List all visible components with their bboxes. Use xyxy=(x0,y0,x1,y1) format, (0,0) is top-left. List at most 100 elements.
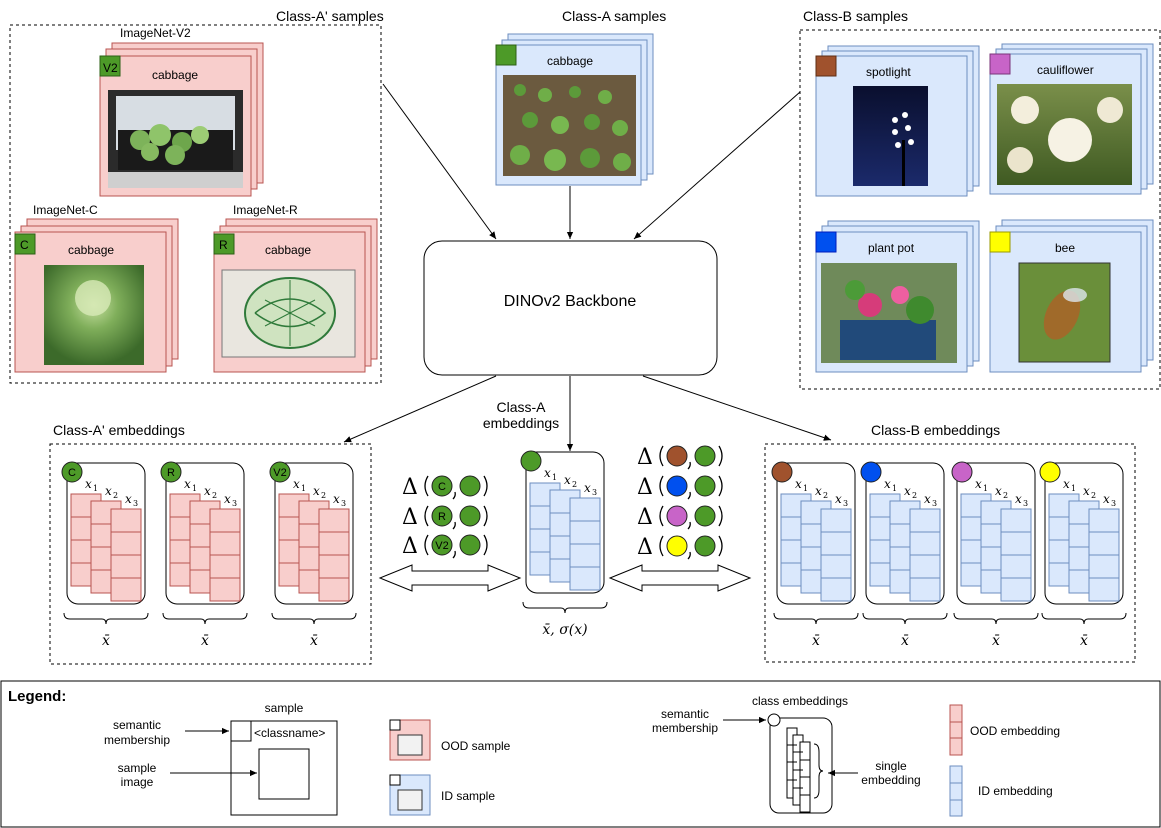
class-a-prime-embedding-x-subscript-2-3: 3 xyxy=(341,499,346,508)
class-a-prime-embedding-brace-0 xyxy=(63,612,149,625)
delta-right-circle-right-2 xyxy=(694,505,716,527)
legend-frame xyxy=(0,680,1161,828)
class-b-embedding-x-label-2-1: x xyxy=(975,477,982,491)
class-a-embedding-brace-0 xyxy=(522,601,608,614)
class-a-prime-samples-frame xyxy=(9,24,382,384)
sample-image-cauliflower xyxy=(997,84,1132,185)
class-a-prime-embedding-x-subscript-1-1: 1 xyxy=(192,484,197,493)
membership-badge-v2 xyxy=(99,55,121,77)
class-a-prime-embedding-stat-1: x̄ xyxy=(201,633,209,649)
class-a-embedding-x-label-0-2: x xyxy=(564,473,571,487)
class-a-prime-embedding-x-subscript-0-2: 2 xyxy=(113,491,118,500)
legend-ood-sample-label: OOD sample xyxy=(441,739,511,753)
sample-classname-bee: bee xyxy=(1055,241,1075,255)
class-b-embedding-x-subscript-0-3: 3 xyxy=(843,499,848,508)
legend-sample-badge xyxy=(230,720,252,742)
delta-left-circle-right-0 xyxy=(666,445,688,467)
delta-right-circle-right-1 xyxy=(694,475,716,497)
delta-symbol-right-1: Δ xyxy=(637,475,653,500)
class-a-embedding-stat-0: x̄, σ(x) xyxy=(542,622,587,638)
class-b-embedding-stat-2: x̄ xyxy=(992,633,1000,649)
legend-sample-image-line1: sample xyxy=(118,761,157,775)
class-a-prime-embedding-x-subscript-2-2: 2 xyxy=(321,491,326,500)
delta-right-circle-right-0 xyxy=(694,445,716,467)
class-a-prime-embedding-x-subscript-0-3: 3 xyxy=(133,499,138,508)
dinov2-backbone-label: DINOv2 Backbone xyxy=(504,293,637,310)
output-arrows xyxy=(343,375,832,451)
legend-id-embedding-swatch xyxy=(949,765,963,817)
sample-image-r xyxy=(221,269,356,358)
class-b-embedding-x-label-0-3: x xyxy=(835,492,842,506)
legend-membership-circle xyxy=(767,713,781,727)
class-b-embedding-x-label-3-3: x xyxy=(1103,492,1110,506)
legend-sample-image xyxy=(258,748,310,800)
delta-comma-left-0 xyxy=(452,491,456,500)
class-b-embedding-x-subscript-1-3: 3 xyxy=(932,499,937,508)
class-a-embedding-x-subscript-0-3: 3 xyxy=(592,488,597,497)
class-b-membership-circle-2 xyxy=(951,461,973,483)
delta-comma-left-1 xyxy=(452,521,456,530)
delta-comma-left-2 xyxy=(452,550,456,559)
class-b-embedding-x-subscript-1-2: 2 xyxy=(912,491,917,500)
class-b-embedding-x-subscript-1-1: 1 xyxy=(892,484,897,493)
class-a-samples-title: Class-A samples xyxy=(562,8,666,24)
delta-symbol-right-3: Δ xyxy=(637,535,653,560)
class-a-prime-membership-circle-label-0: C xyxy=(68,467,76,479)
membership-badge-c xyxy=(14,233,36,255)
class-b-embedding-x-label-1-2: x xyxy=(904,484,911,498)
class-a-prime-embeddings-title: Class-A' embeddings xyxy=(53,422,185,438)
class-a-prime-embedding-x-subscript-2-1: 1 xyxy=(301,484,306,493)
membership-badge-plant-pot xyxy=(815,231,837,253)
sample-image-v2 xyxy=(108,90,243,188)
delta-symbol-left-1: Δ xyxy=(402,505,418,530)
sample-image-c xyxy=(44,265,144,365)
legend-class-embeddings-label: class embeddings xyxy=(752,694,848,708)
class-b-embedding-brace-3 xyxy=(1041,612,1127,625)
class-b-samples-frame xyxy=(799,29,1161,390)
delta-comma-right-1 xyxy=(687,491,691,500)
legend-single-embedding-line2: embedding xyxy=(861,773,920,787)
class-a-prime-embeddings-frame xyxy=(49,443,372,665)
class-b-embedding-brace-0 xyxy=(773,612,859,625)
class-b-embedding-x-subscript-2-3: 3 xyxy=(1023,499,1028,508)
delta-close-paren-right-2 xyxy=(718,505,723,527)
class-b-embedding-stat-3: x̄ xyxy=(1080,633,1088,649)
class-a-prime-membership-circle-2 xyxy=(269,461,291,483)
class-a-prime-membership-circle-1 xyxy=(160,461,182,483)
delta-close-paren-right-0 xyxy=(718,445,723,467)
sample-classname-plant-pot: plant pot xyxy=(868,241,915,255)
class-a-prime-embedding-x-label-0-1: x xyxy=(85,477,92,491)
class-b-embedding-x-label-3-1: x xyxy=(1063,477,1070,491)
class-b-embedding-x-subscript-0-1: 1 xyxy=(803,484,808,493)
dataset-label-r: ImageNet-R xyxy=(233,203,298,217)
double-arrow-left xyxy=(378,564,522,592)
membership-badge-c-label: C xyxy=(20,238,29,252)
delta-left-circle-label-left-0: C xyxy=(438,481,446,493)
sample-classname-spotlight: spotlight xyxy=(866,65,911,79)
class-a-prime-embedding-stat-2: x̄ xyxy=(310,633,318,649)
membership-badge-r-label: R xyxy=(219,238,228,252)
class-a-prime-embedding-brace-2 xyxy=(271,612,357,625)
sample-classname-cauliflower: cauliflower xyxy=(1037,63,1094,77)
legend-sample-label: sample xyxy=(265,701,304,715)
class-a-prime-membership-circle-0 xyxy=(61,461,83,483)
class-b-embedding-x-label-0-2: x xyxy=(815,484,822,498)
class-b-embedding-stat-0: x̄ xyxy=(812,633,820,649)
class-a-embedding-x-label-0-3: x xyxy=(584,481,591,495)
delta-right-circle-right-3 xyxy=(694,535,716,557)
class-a-prime-embedding-x-label-2-2: x xyxy=(313,484,320,498)
membership-badge-bee xyxy=(989,231,1011,253)
dinov2-backbone-box xyxy=(423,240,718,376)
delta-close-paren-right-1 xyxy=(718,475,723,497)
class-b-embedding-x-subscript-3-1: 1 xyxy=(1071,484,1076,493)
